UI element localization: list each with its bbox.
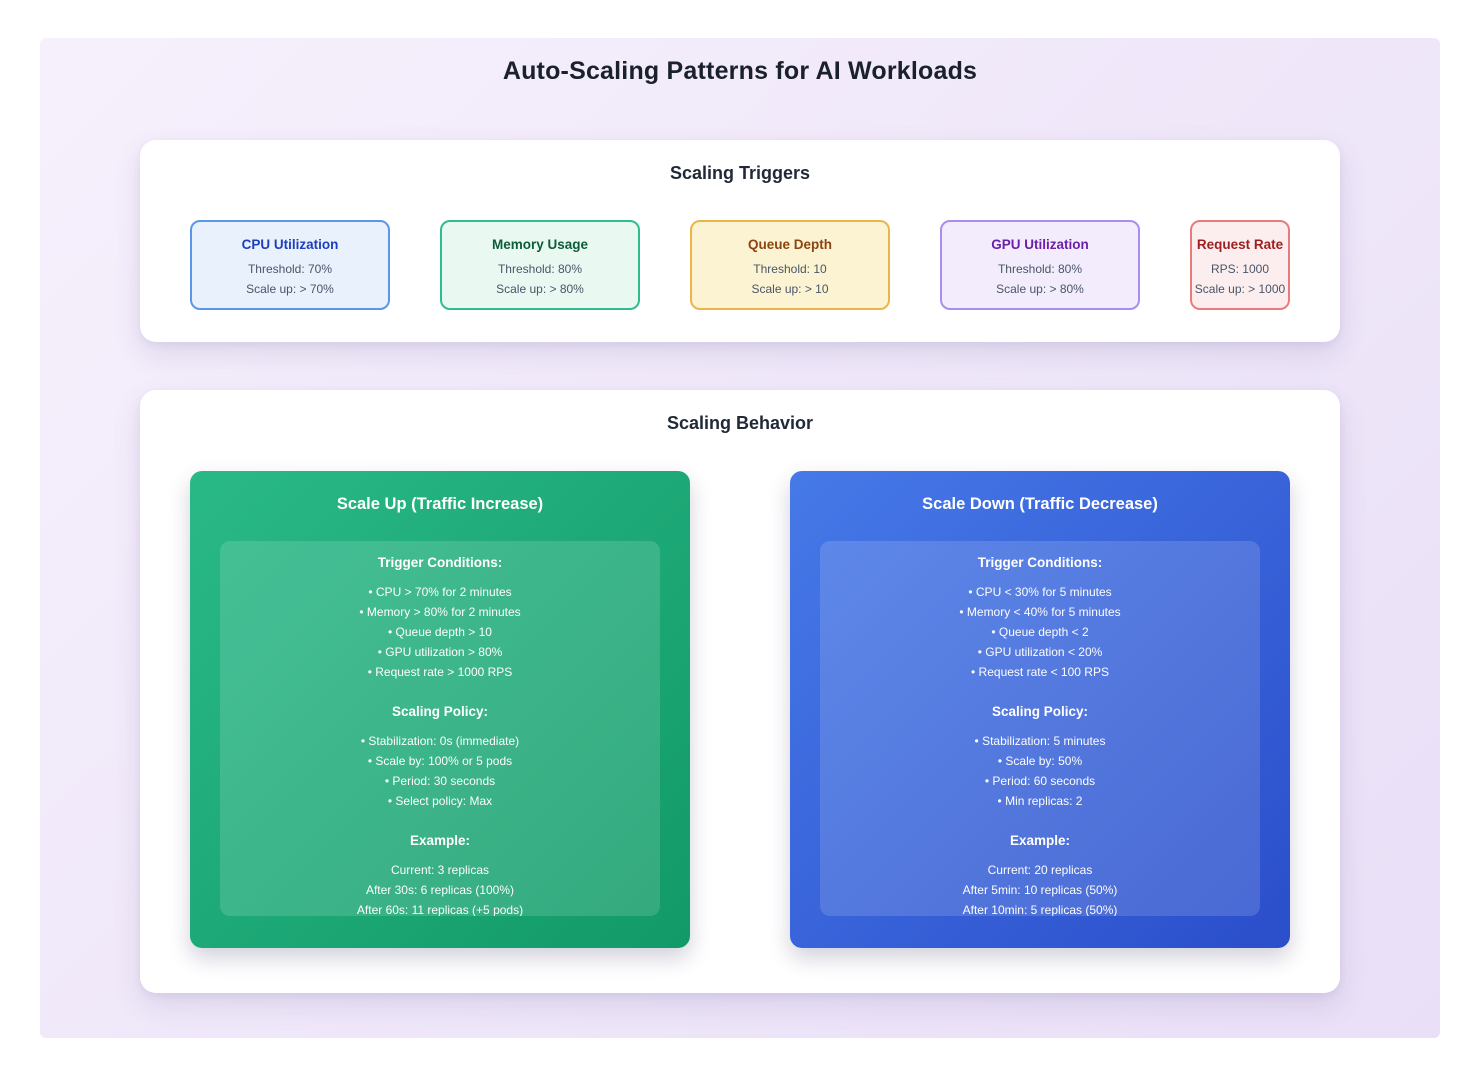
trigger-scale-rule: Scale up: > 70% [246, 282, 334, 296]
condition-item: • CPU > 70% for 2 minutes [368, 585, 512, 599]
scaling-behavior-section: Scaling Behavior Scale Up (Traffic Incre… [140, 390, 1340, 993]
trigger-scale-rule: Scale up: > 80% [496, 282, 584, 296]
condition-item: • Request rate > 1000 RPS [367, 665, 513, 679]
scaling-triggers-section: Scaling Triggers CPU Utilization Thresho… [140, 140, 1340, 342]
condition-item: • Memory < 40% for 5 minutes [959, 605, 1121, 619]
example-item: Current: 3 replicas [390, 863, 490, 877]
example-heading: Example: [409, 833, 471, 848]
trigger-conditions-section: Trigger Conditions: • CPU > 70% for 2 mi… [220, 554, 660, 682]
policy-item: • Period: 30 seconds [384, 774, 496, 788]
trigger-card-cpu: CPU Utilization Threshold: 70% Scale up:… [190, 220, 390, 310]
diagram-canvas: Auto-Scaling Patterns for AI Workloads S… [40, 38, 1440, 1038]
example-item: After 30s: 6 replicas (100%) [365, 883, 515, 897]
scale-up-details: Trigger Conditions: • CPU > 70% for 2 mi… [220, 541, 660, 916]
trigger-scale-rule: Scale up: > 1000 [1194, 282, 1286, 296]
scaling-policy-section: Scaling Policy: • Stabilization: 5 minut… [820, 703, 1260, 811]
trigger-scale-rule: Scale up: > 80% [996, 282, 1084, 296]
example-item: After 5min: 10 replicas (50%) [962, 883, 1118, 897]
trigger-card-gpu: GPU Utilization Threshold: 80% Scale up:… [940, 220, 1140, 310]
trigger-card-title: Request Rate [1196, 237, 1284, 252]
trigger-card-request-rate: Request Rate RPS: 1000 Scale up: > 1000 [1190, 220, 1290, 310]
trigger-conditions-list: • CPU > 70% for 2 minutes • Memory > 80% … [220, 582, 660, 682]
trigger-threshold: RPS: 1000 [1210, 262, 1270, 276]
policy-item: • Min replicas: 2 [997, 794, 1083, 808]
trigger-card-memory: Memory Usage Threshold: 80% Scale up: > … [440, 220, 640, 310]
example-item: Current: 20 replicas [987, 863, 1093, 877]
condition-item: • Queue depth < 2 [991, 625, 1089, 639]
trigger-card-title: GPU Utilization [991, 237, 1089, 252]
trigger-card-title: CPU Utilization [241, 237, 339, 252]
trigger-threshold: Threshold: 70% [247, 262, 333, 276]
trigger-card-title: Queue Depth [747, 237, 832, 252]
scaling-policy-section: Scaling Policy: • Stabilization: 0s (imm… [220, 703, 660, 811]
condition-item: • GPU utilization > 80% [377, 645, 503, 659]
page-title: Auto-Scaling Patterns for AI Workloads [502, 57, 978, 85]
trigger-conditions-heading: Trigger Conditions: [977, 555, 1103, 570]
scaling-policy-heading: Scaling Policy: [991, 704, 1089, 719]
scale-up-panel: Scale Up (Traffic Increase) Trigger Cond… [190, 471, 690, 948]
scaling-behavior-heading: Scaling Behavior [666, 413, 814, 433]
condition-item: • Request rate < 100 RPS [971, 665, 1109, 679]
example-item: After 10min: 5 replicas (50%) [962, 903, 1118, 916]
scale-down-title: Scale Down (Traffic Decrease) [922, 495, 1158, 513]
trigger-threshold: Threshold: 80% [997, 262, 1083, 276]
trigger-conditions-section: Trigger Conditions: • CPU < 30% for 5 mi… [820, 554, 1260, 682]
trigger-conditions-heading: Trigger Conditions: [377, 555, 503, 570]
policy-item: • Stabilization: 5 minutes [974, 734, 1106, 748]
trigger-conditions-list: • CPU < 30% for 5 minutes • Memory < 40% … [820, 582, 1260, 682]
example-heading: Example: [1009, 833, 1071, 848]
policy-item: • Period: 60 seconds [984, 774, 1096, 788]
scaling-policy-list: • Stabilization: 0s (immediate) • Scale b… [220, 731, 660, 811]
policy-item: • Select policy: Max [387, 794, 493, 808]
policy-item: • Scale by: 100% or 5 pods [367, 754, 513, 768]
scaling-policy-list: • Stabilization: 5 minutes • Scale by: 50… [820, 731, 1260, 811]
scale-up-title: Scale Up (Traffic Increase) [336, 495, 544, 513]
example-item: After 60s: 11 replicas (+5 pods) [356, 903, 524, 916]
trigger-card-title: Memory Usage [491, 237, 589, 252]
condition-item: • Memory > 80% for 2 minutes [359, 605, 521, 619]
trigger-row: CPU Utilization Threshold: 70% Scale up:… [190, 220, 1290, 310]
trigger-card-queue: Queue Depth Threshold: 10 Scale up: > 10 [690, 220, 890, 310]
scale-down-details: Trigger Conditions: • CPU < 30% for 5 mi… [820, 541, 1260, 916]
policy-item: • Stabilization: 0s (immediate) [360, 734, 520, 748]
trigger-scale-rule: Scale up: > 10 [751, 282, 829, 296]
trigger-threshold: Threshold: 80% [497, 262, 583, 276]
policy-item: • Scale by: 50% [997, 754, 1083, 768]
condition-item: • GPU utilization < 20% [977, 645, 1103, 659]
condition-item: • Queue depth > 10 [388, 625, 492, 639]
condition-item: • CPU < 30% for 5 minutes [968, 585, 1112, 599]
scaling-policy-heading: Scaling Policy: [391, 704, 489, 719]
scale-down-panel: Scale Down (Traffic Decrease) Trigger Co… [790, 471, 1290, 948]
behavior-panel-row: Scale Up (Traffic Increase) Trigger Cond… [190, 471, 1290, 948]
scaling-triggers-heading: Scaling Triggers [669, 163, 811, 183]
trigger-threshold: Threshold: 10 [753, 262, 827, 276]
